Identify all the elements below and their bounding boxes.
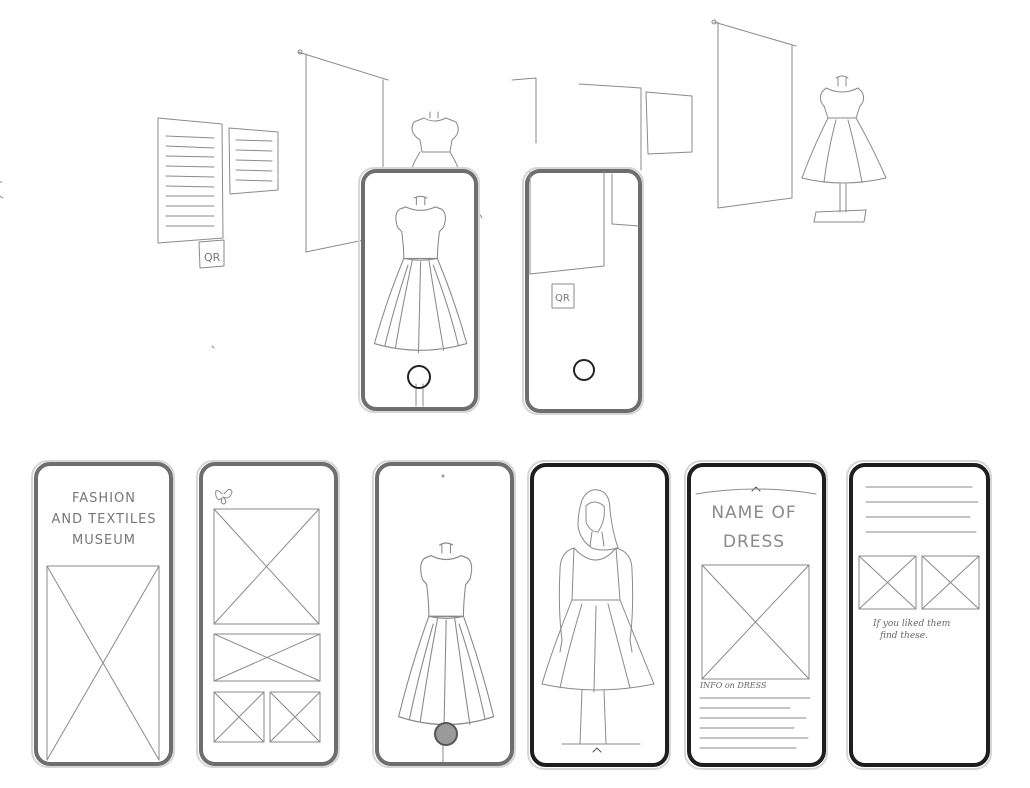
detail-title-line-1: NAME OF: [711, 503, 796, 523]
screen-try-on: [527, 460, 671, 770]
home-hero-image-placeholder: [46, 565, 160, 761]
browse-banner-image-placeholder: [213, 633, 321, 682]
recommend-thumb-left-placeholder: [858, 555, 917, 610]
browse-thumb-left-placeholder: [213, 691, 265, 743]
phone-camera-view-qr: QR: [522, 167, 644, 415]
qr-shutter-button[interactable]: [573, 359, 595, 381]
museum-background-sketch: QR: [0, 19, 887, 349]
camera-shutter-button[interactable]: [434, 722, 458, 746]
screen-camera: [372, 460, 516, 768]
screen-dress-detail: NAME OF DRESS INFO on DRESS: [684, 460, 828, 770]
model-figure-sketch: [541, 489, 655, 745]
recommend-caption-line-2: find these.: [879, 631, 928, 641]
browse-thumb-right-placeholder: [269, 691, 321, 743]
shutter-button[interactable]: [407, 365, 431, 389]
qr-tag-left-label: QR: [204, 251, 221, 264]
browse-feature-image-placeholder: [213, 508, 320, 625]
recommend-thumb-right-placeholder: [921, 555, 980, 610]
screen-recommendations: If you liked them find these.: [846, 460, 992, 770]
qr-tag-label: QR: [555, 293, 570, 304]
phone-camera-view-dress: [358, 167, 480, 413]
detail-title-line-2: DRESS: [723, 532, 785, 552]
detail-dress-image-placeholder: [701, 564, 810, 680]
screen-home: FASHION AND TEXTILES MUSEUM: [31, 460, 175, 768]
screen-browse: [196, 460, 340, 768]
detail-info-label: INFO on DRESS: [699, 681, 767, 690]
recommend-caption-line-1: If you liked them: [872, 619, 950, 629]
butterfly-icon: [215, 488, 233, 505]
home-title-line-1: FASHION: [72, 491, 136, 506]
home-title-line-3: MUSEUM: [72, 533, 136, 548]
home-title-line-2: AND TEXTILES: [51, 512, 156, 527]
